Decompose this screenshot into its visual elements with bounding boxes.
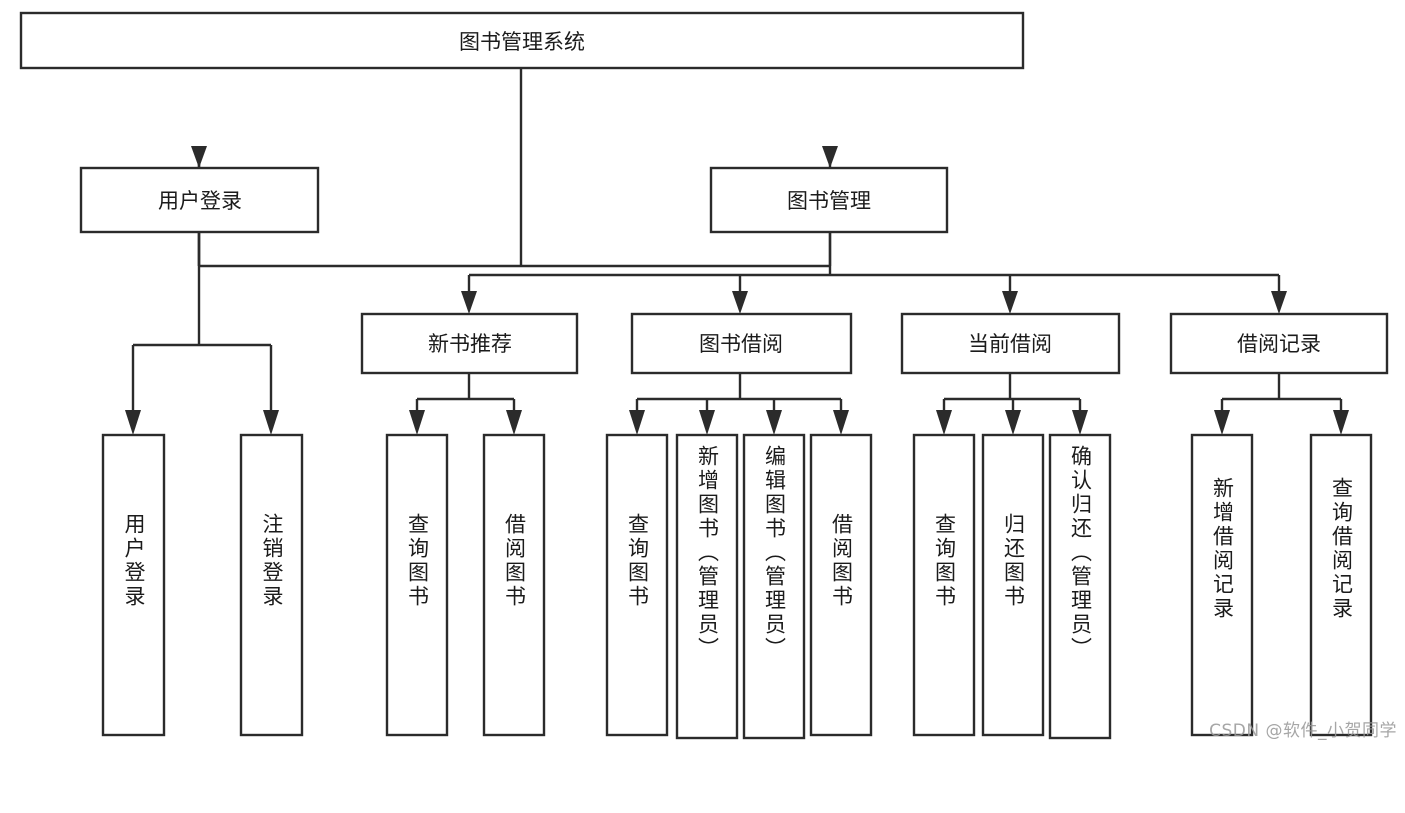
- arrow-head-record-leaf-2: [1333, 410, 1349, 435]
- label-borrow-record: 借阅记录: [1237, 332, 1321, 356]
- arrow-head-borrow-leaf-3: [766, 410, 782, 435]
- arrow-head-borrow-leaf-1: [629, 410, 645, 435]
- node-new-book-recommend[interactable]: [360, 312, 579, 375]
- arrow-head-userlogin-leaf-1: [125, 410, 141, 435]
- leaf-new-book-0[interactable]: [385, 433, 449, 737]
- label-book-borrow: 图书借阅: [699, 332, 783, 356]
- arrow-head-current-leaf-3: [1072, 410, 1088, 435]
- leaf-user-login-0[interactable]: [101, 433, 166, 737]
- arrow-head-bookmgmt: [822, 146, 838, 168]
- node-label-group: 图书管理系统 用户登录 图书管理 新书推荐 图书借阅 当前借阅 借阅记录: [158, 30, 1321, 356]
- arrow-head-borrow-leaf-2: [699, 410, 715, 435]
- leaf-current-borrow-1[interactable]: [981, 433, 1045, 737]
- arrow-head-userlogin-leaf-2: [263, 410, 279, 435]
- node-box-group: [19, 11, 1389, 740]
- leaf-book-borrow-2[interactable]: [742, 433, 806, 740]
- node-book-borrow[interactable]: [630, 312, 853, 375]
- leaf-book-borrow-1[interactable]: [675, 433, 739, 740]
- node-book-management[interactable]: [709, 166, 949, 234]
- label-user-login: 用户登录: [158, 189, 242, 213]
- arrow-head-borrow-leaf-4: [833, 410, 849, 435]
- leaf-current-borrow-0[interactable]: [912, 433, 976, 737]
- node-user-login[interactable]: [79, 166, 320, 234]
- leaf-user-login-1[interactable]: [239, 433, 304, 737]
- arrow-head-level3-1: [461, 291, 477, 314]
- arrow-head-newbook-leaf-2: [506, 410, 522, 435]
- leaf-current-borrow-2[interactable]: [1048, 433, 1112, 740]
- label-root: 图书管理系统: [459, 30, 585, 54]
- node-borrow-record[interactable]: [1169, 312, 1389, 375]
- arrow-head-level3-2: [732, 291, 748, 314]
- arrow-head-newbook-leaf-1: [409, 410, 425, 435]
- label-book-management: 图书管理: [787, 189, 871, 213]
- arrow-head-level3-4: [1271, 291, 1287, 314]
- leaf-new-book-1[interactable]: [482, 433, 546, 737]
- leaf-borrow-record-0[interactable]: [1190, 433, 1254, 737]
- label-new-book-recommend: 新书推荐: [428, 332, 512, 356]
- watermark-text: CSDN @软件_小贺同学: [1209, 721, 1397, 741]
- leaf-borrow-record-1[interactable]: [1309, 433, 1373, 737]
- connector-group: [125, 68, 1349, 435]
- arrow-head-record-leaf-1: [1214, 410, 1230, 435]
- node-root[interactable]: [19, 11, 1025, 70]
- diagram-canvas-root: 图书管理系统 用户登录 图书管理 新书推荐 图书借阅 当前借阅 借阅记录 用户登…: [19, 11, 1397, 741]
- arrow-head-level3-3: [1002, 291, 1018, 314]
- node-current-borrow[interactable]: [900, 312, 1121, 375]
- leaf-book-borrow-3[interactable]: [809, 433, 873, 737]
- leaf-book-borrow-0[interactable]: [605, 433, 669, 737]
- arrow-head-current-leaf-1: [936, 410, 952, 435]
- arrow-head-userlogin: [191, 146, 207, 168]
- arrow-head-current-leaf-2: [1005, 410, 1021, 435]
- flowchart-svg: 图书管理系统 用户登录 图书管理 新书推荐 图书借阅 当前借阅 借阅记录: [19, 11, 1389, 740]
- label-current-borrow: 当前借阅: [968, 332, 1052, 356]
